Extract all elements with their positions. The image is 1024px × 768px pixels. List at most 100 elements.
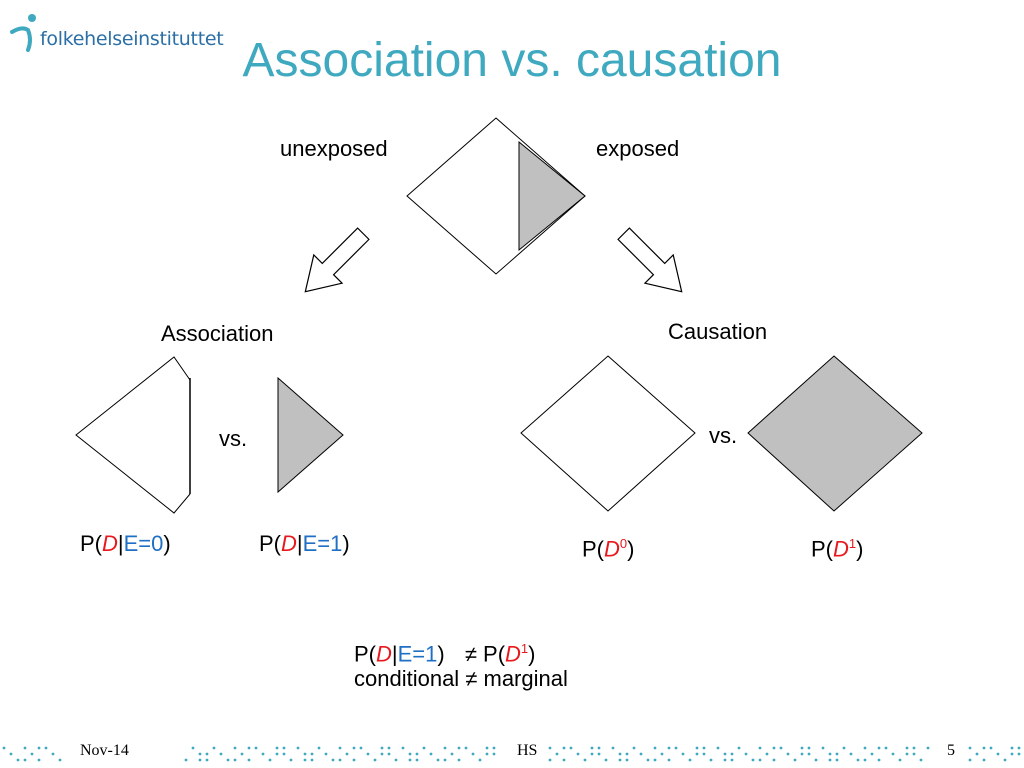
- footer-dot: [807, 752, 811, 756]
- footer-dot: [282, 746, 286, 750]
- logo-text: folkehelseinstituttet: [40, 28, 224, 50]
- footer-dot: [919, 758, 923, 762]
- footer-dot: [373, 758, 377, 762]
- footer-dot: [422, 746, 426, 750]
- footer-page-number: 5: [943, 742, 959, 760]
- footer-dot: [667, 746, 671, 750]
- footer-dot: [723, 758, 727, 762]
- footer-dot: [590, 752, 594, 756]
- footer-dot: [289, 758, 293, 762]
- footer-dot: [198, 758, 202, 762]
- footer-dot: [387, 746, 391, 750]
- footer-dot: [597, 752, 601, 756]
- association-exposed-shape: [277, 376, 344, 494]
- footer-dot: [863, 746, 867, 750]
- label-association: Association: [161, 321, 274, 346]
- footer-dot: [380, 746, 384, 750]
- footer-dot: [702, 752, 706, 756]
- top-diamond: [406, 117, 586, 275]
- footer-dot: [786, 752, 790, 756]
- vs-label-causation: vs.: [709, 423, 738, 448]
- footer-dot: [205, 758, 209, 762]
- footer-dot: [457, 758, 461, 762]
- footer-dot: [30, 752, 34, 756]
- footer-dot: [856, 758, 860, 762]
- footer-dot: [632, 746, 636, 750]
- label-unexposed: unexposed: [280, 136, 388, 161]
- footer-dot: [184, 758, 188, 762]
- footer-dot: [268, 758, 272, 762]
- conditional-vs-marginal: conditional ≠ marginal: [354, 666, 568, 691]
- footer-dot: [870, 752, 874, 756]
- footer-dot: [478, 758, 482, 762]
- footer-dot: [625, 752, 629, 756]
- footer-dot: [905, 746, 909, 750]
- footer-dot: [730, 758, 734, 762]
- footer-dot: [982, 746, 986, 750]
- footer-dot: [401, 746, 405, 750]
- not-equal-sign: ≠: [464, 641, 477, 667]
- footer-dot: [240, 752, 244, 756]
- footer-dot: [604, 758, 608, 762]
- label-causation: Causation: [668, 319, 768, 344]
- footer-dot: [408, 758, 412, 762]
- footer-dot: [450, 752, 454, 756]
- footer-dot: [905, 752, 909, 756]
- footer-dot: [702, 746, 706, 750]
- footer-dot: [310, 758, 314, 762]
- footer-dot: [968, 746, 972, 750]
- footer-dot: [807, 746, 811, 750]
- footer-dot: [646, 758, 650, 762]
- footer-dot: [674, 746, 678, 750]
- footer-dot: [667, 758, 671, 762]
- causation-exposed-diamond: [747, 355, 923, 512]
- footer-dot: [471, 752, 475, 756]
- footer-author: HS: [511, 742, 544, 760]
- footer-dot: [443, 746, 447, 750]
- footer-dot: [275, 752, 279, 756]
- footer-dot: [548, 746, 552, 750]
- footer-dot: [464, 746, 468, 750]
- footer-dot: [793, 758, 797, 762]
- footer-dot: [394, 758, 398, 762]
- footer-dot: [457, 746, 461, 750]
- footer-dot: [317, 746, 321, 750]
- footer-dot: [737, 746, 741, 750]
- footer-dot: [660, 752, 664, 756]
- footer-dot: [576, 752, 580, 756]
- footer-dot: [968, 758, 972, 762]
- footer-dot: [863, 758, 867, 762]
- footer-dot: [618, 758, 622, 762]
- footer-dot: [429, 752, 433, 756]
- footer-dot: [352, 758, 356, 762]
- footer-dot: [492, 746, 496, 750]
- footer-dot: [835, 758, 839, 762]
- footer-dot: [891, 752, 895, 756]
- footer-dot: [282, 752, 286, 756]
- footer-dot: [485, 752, 489, 756]
- footer-dot: [548, 758, 552, 762]
- footer-dot: [51, 752, 55, 756]
- footer-dot: [303, 758, 307, 762]
- footer-dot: [982, 758, 986, 762]
- footer-dot: [779, 746, 783, 750]
- footer-dot: [989, 746, 993, 750]
- footer-dot: [744, 752, 748, 756]
- footer-dot: [569, 746, 573, 750]
- footer-dot: [324, 752, 328, 756]
- footer-dot: [926, 746, 930, 750]
- footer-dot: [996, 752, 1000, 756]
- footer-dot: [408, 752, 412, 756]
- footer-dot: [23, 758, 27, 762]
- footer-dot: [247, 758, 251, 762]
- slide-title: Association vs. causation: [242, 34, 782, 87]
- footer-dot: [261, 752, 265, 756]
- footer-dot: [191, 746, 195, 750]
- footer-dot: [723, 752, 727, 756]
- footer-dot: [415, 758, 419, 762]
- footer-dot: [303, 752, 307, 756]
- footer-dot: [912, 752, 916, 756]
- footer-dot: [16, 758, 20, 762]
- footer-dot: [58, 758, 62, 762]
